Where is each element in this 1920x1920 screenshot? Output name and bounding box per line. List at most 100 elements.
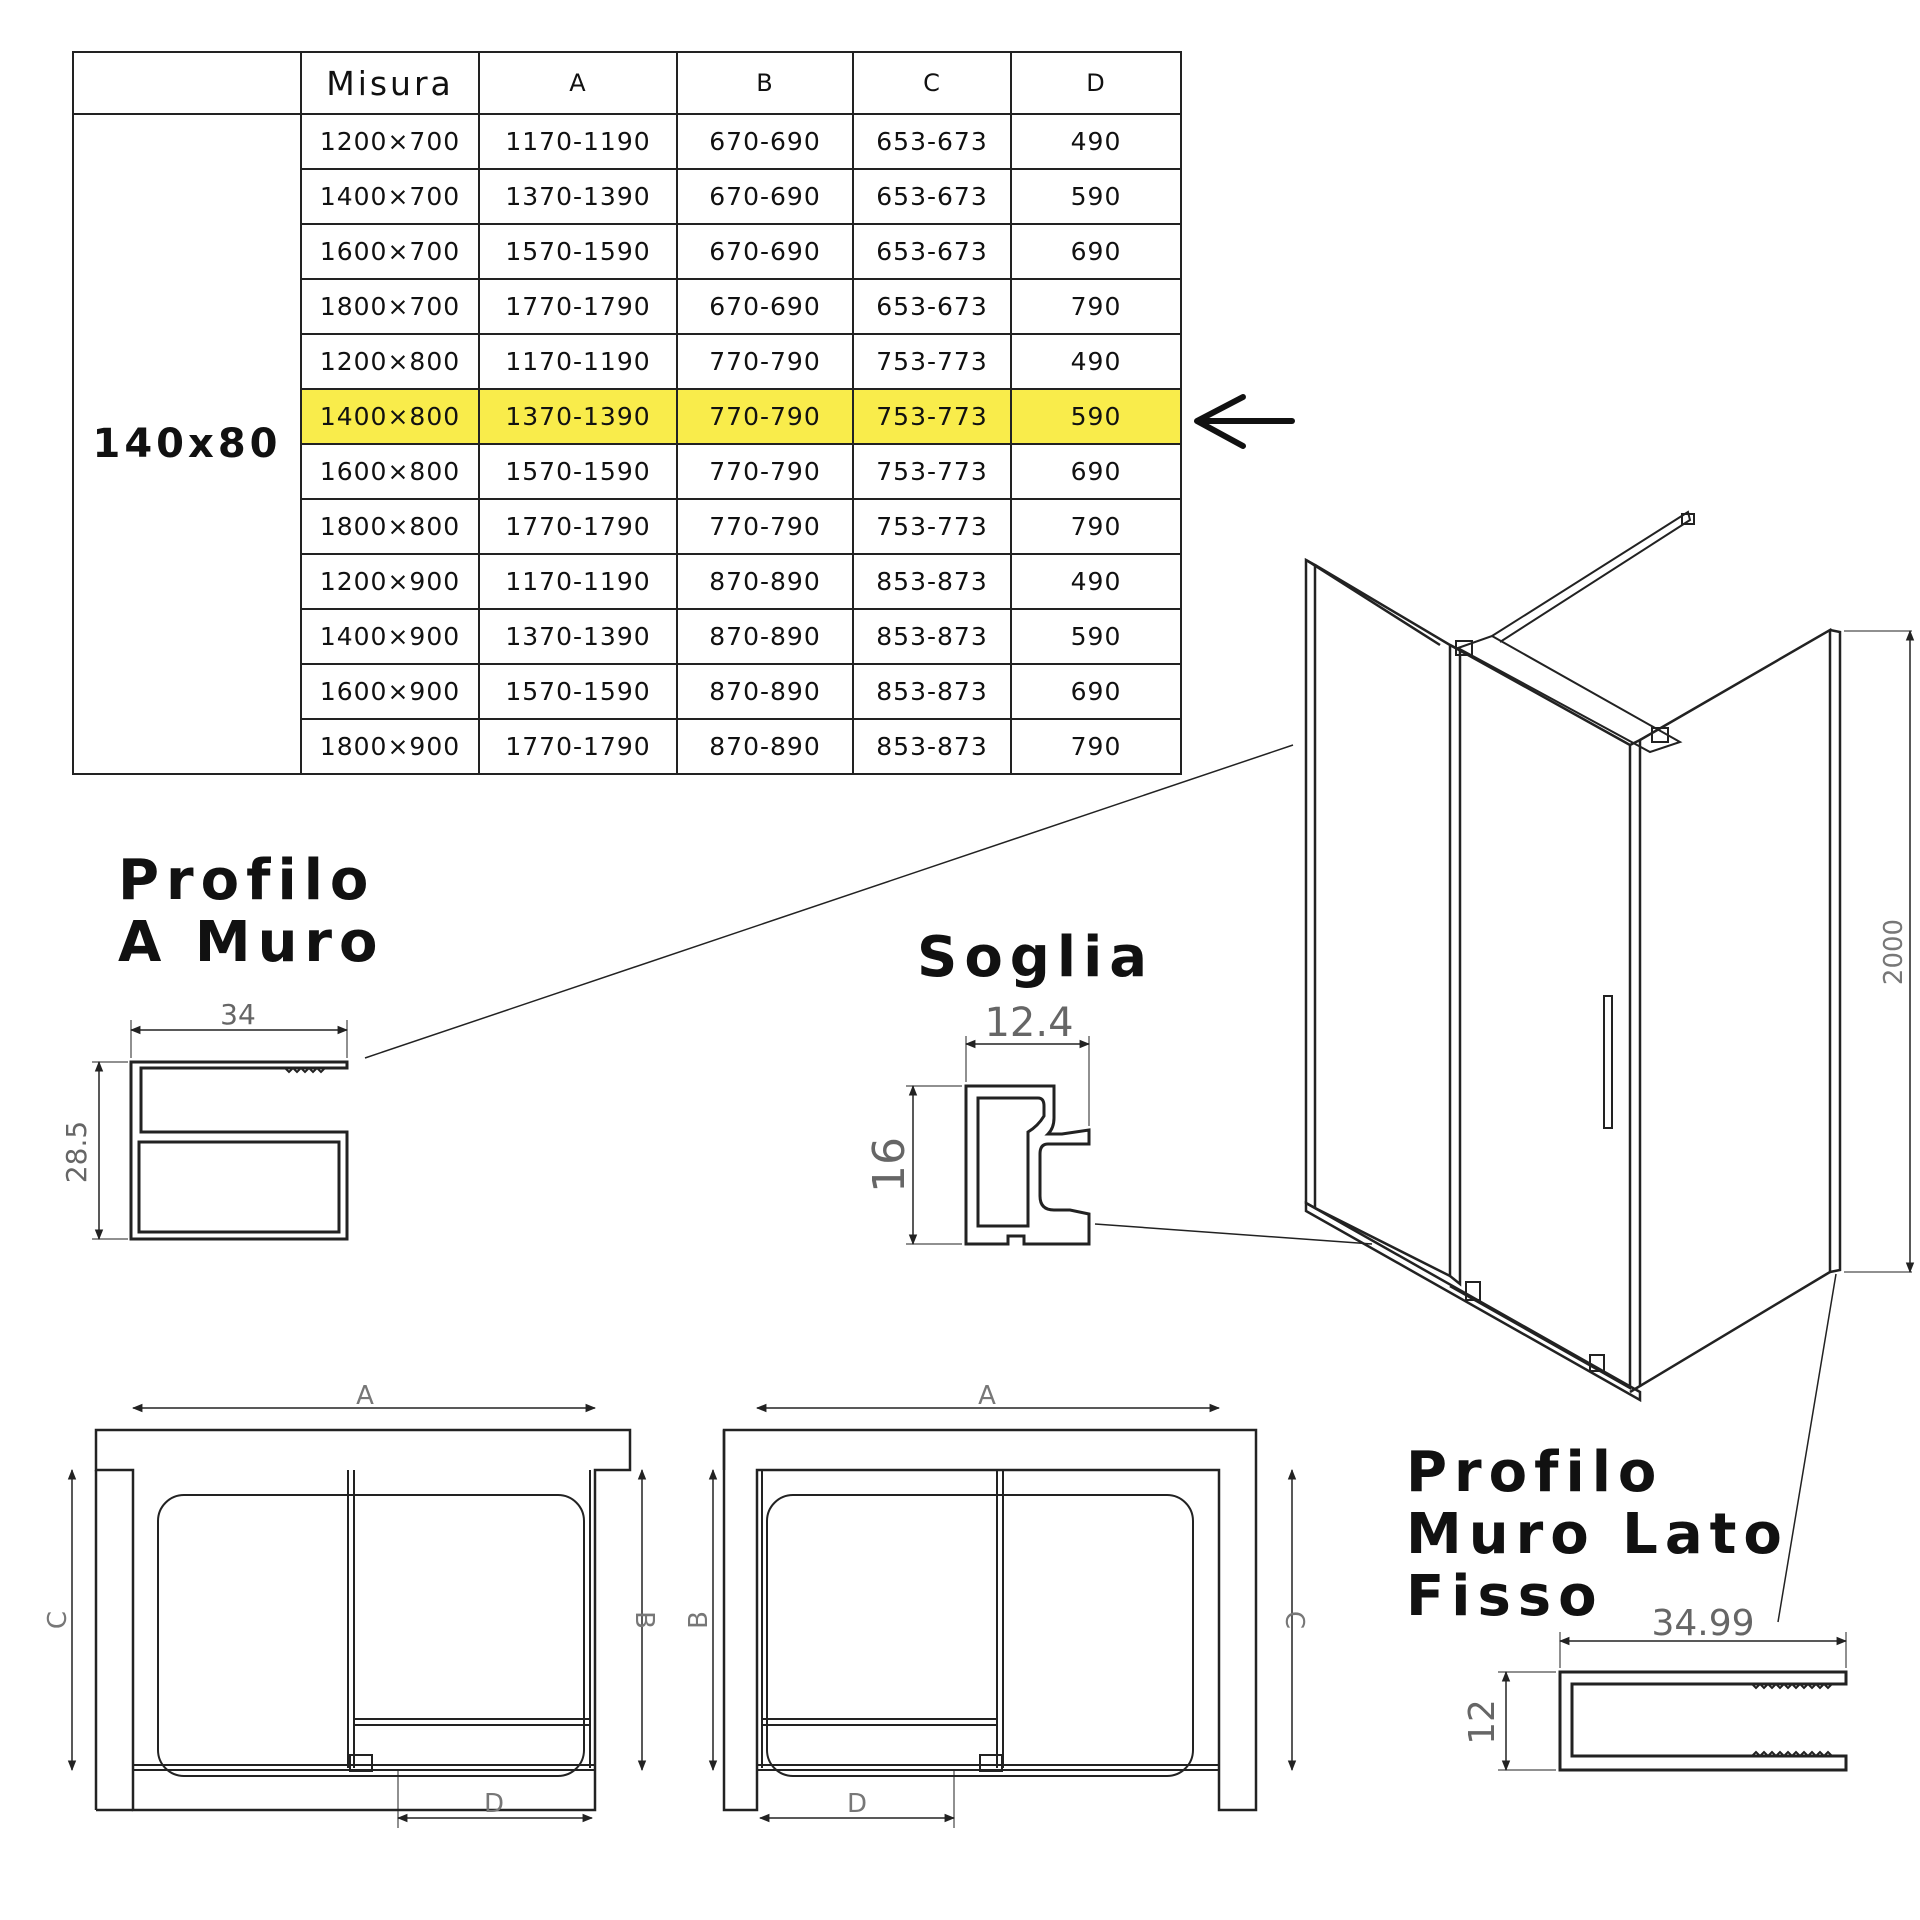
cell-b: 770-790 bbox=[676, 388, 854, 445]
soglia-drawing bbox=[906, 1036, 1373, 1246]
cell-misura: 1400×700 bbox=[300, 168, 480, 225]
cell-misura: 1800×700 bbox=[300, 278, 480, 335]
cell-misura: 1600×800 bbox=[300, 443, 480, 500]
cell-b: 670-690 bbox=[676, 168, 854, 225]
header-b: B bbox=[676, 51, 854, 115]
cell-b: 870-890 bbox=[676, 718, 854, 775]
header-a: A bbox=[478, 51, 678, 115]
cell-misura: 1200×800 bbox=[300, 333, 480, 390]
plan-view-right bbox=[708, 1403, 1297, 1828]
header-d: D bbox=[1010, 51, 1182, 115]
plan-view-left bbox=[67, 1403, 647, 1828]
cell-a: 1170-1190 bbox=[478, 333, 678, 390]
cell-a: 1370-1390 bbox=[478, 388, 678, 445]
label-profilo-a-muro: Profilo A Muro bbox=[118, 848, 385, 975]
group-label: 140x80 bbox=[72, 113, 302, 775]
cell-misura: 1200×900 bbox=[300, 553, 480, 610]
dim-plan-left-d: D bbox=[484, 1789, 504, 1819]
cell-a: 1770-1790 bbox=[478, 278, 678, 335]
cell-c: 653-673 bbox=[852, 168, 1012, 225]
dim-plan-right-b: B bbox=[684, 1611, 714, 1629]
dim-shower-height: 2000 bbox=[1879, 919, 1909, 985]
cell-a: 1770-1790 bbox=[478, 718, 678, 775]
cell-d: 790 bbox=[1010, 718, 1182, 775]
cell-misura: 1600×900 bbox=[300, 663, 480, 720]
cell-c: 753-773 bbox=[852, 333, 1012, 390]
cell-b: 870-890 bbox=[676, 663, 854, 720]
cell-a: 1170-1190 bbox=[478, 553, 678, 610]
header-c: C bbox=[852, 51, 1012, 115]
cell-b: 770-790 bbox=[676, 333, 854, 390]
cell-a: 1370-1390 bbox=[478, 168, 678, 225]
cell-c: 753-773 bbox=[852, 388, 1012, 445]
dim-plan-left-b: B bbox=[629, 1611, 659, 1629]
cell-a: 1370-1390 bbox=[478, 608, 678, 665]
cell-d: 590 bbox=[1010, 608, 1182, 665]
cell-d: 590 bbox=[1010, 388, 1182, 445]
cell-misura: 1400×900 bbox=[300, 608, 480, 665]
dim-muro-height: 28.5 bbox=[60, 1121, 93, 1183]
cell-b: 670-690 bbox=[676, 113, 854, 170]
cell-misura: 1200×700 bbox=[300, 113, 480, 170]
table-header-row: Misura A B C D bbox=[72, 51, 1182, 115]
dim-plan-left-c: C bbox=[43, 1611, 73, 1629]
cell-d: 590 bbox=[1010, 168, 1182, 225]
cell-c: 853-873 bbox=[852, 608, 1012, 665]
cell-misura: 1400×800 bbox=[300, 388, 480, 445]
cell-d: 790 bbox=[1010, 498, 1182, 555]
cell-c: 853-873 bbox=[852, 553, 1012, 610]
cell-b: 870-890 bbox=[676, 553, 854, 610]
cell-d: 690 bbox=[1010, 443, 1182, 500]
shower-enclosure-3d bbox=[1304, 510, 1915, 1403]
cell-d: 490 bbox=[1010, 113, 1182, 170]
dim-plan-left-a: A bbox=[356, 1381, 374, 1411]
cell-d: 690 bbox=[1010, 663, 1182, 720]
cell-d: 490 bbox=[1010, 333, 1182, 390]
cell-b: 670-690 bbox=[676, 278, 854, 335]
cell-a: 1770-1790 bbox=[478, 498, 678, 555]
cell-b: 870-890 bbox=[676, 608, 854, 665]
dim-plan-right-c: C bbox=[1279, 1611, 1309, 1629]
cell-b: 770-790 bbox=[676, 498, 854, 555]
header-blank bbox=[72, 51, 302, 115]
cell-misura: 1800×900 bbox=[300, 718, 480, 775]
cell-c: 753-773 bbox=[852, 443, 1012, 500]
cell-c: 753-773 bbox=[852, 498, 1012, 555]
dim-soglia-height: 16 bbox=[864, 1137, 915, 1193]
header-misura: Misura bbox=[300, 51, 480, 115]
cell-a: 1570-1590 bbox=[478, 663, 678, 720]
cell-misura: 1800×800 bbox=[300, 498, 480, 555]
cell-b: 770-790 bbox=[676, 443, 854, 500]
cell-c: 653-673 bbox=[852, 278, 1012, 335]
dim-soglia-width: 12.4 bbox=[984, 1000, 1073, 1046]
arrow-left-icon bbox=[1194, 394, 1295, 449]
cell-misura: 1600×700 bbox=[300, 223, 480, 280]
dim-muro-width: 34 bbox=[220, 998, 256, 1031]
dim-fisso-height: 12 bbox=[1462, 1699, 1503, 1745]
cell-a: 1170-1190 bbox=[478, 113, 678, 170]
cell-c: 853-873 bbox=[852, 718, 1012, 775]
dim-plan-right-a: A bbox=[978, 1381, 996, 1411]
cell-a: 1570-1590 bbox=[478, 223, 678, 280]
cell-c: 653-673 bbox=[852, 223, 1012, 280]
cell-d: 790 bbox=[1010, 278, 1182, 335]
label-profilo-muro-lato-fisso: Profilo Muro Lato Fisso bbox=[1406, 1440, 1789, 1629]
dim-plan-right-d: D bbox=[847, 1789, 867, 1819]
cell-d: 490 bbox=[1010, 553, 1182, 610]
cell-a: 1570-1590 bbox=[478, 443, 678, 500]
profilo-a-muro-drawing bbox=[92, 744, 1294, 1241]
label-soglia: Soglia bbox=[917, 925, 1155, 990]
cell-d: 690 bbox=[1010, 223, 1182, 280]
